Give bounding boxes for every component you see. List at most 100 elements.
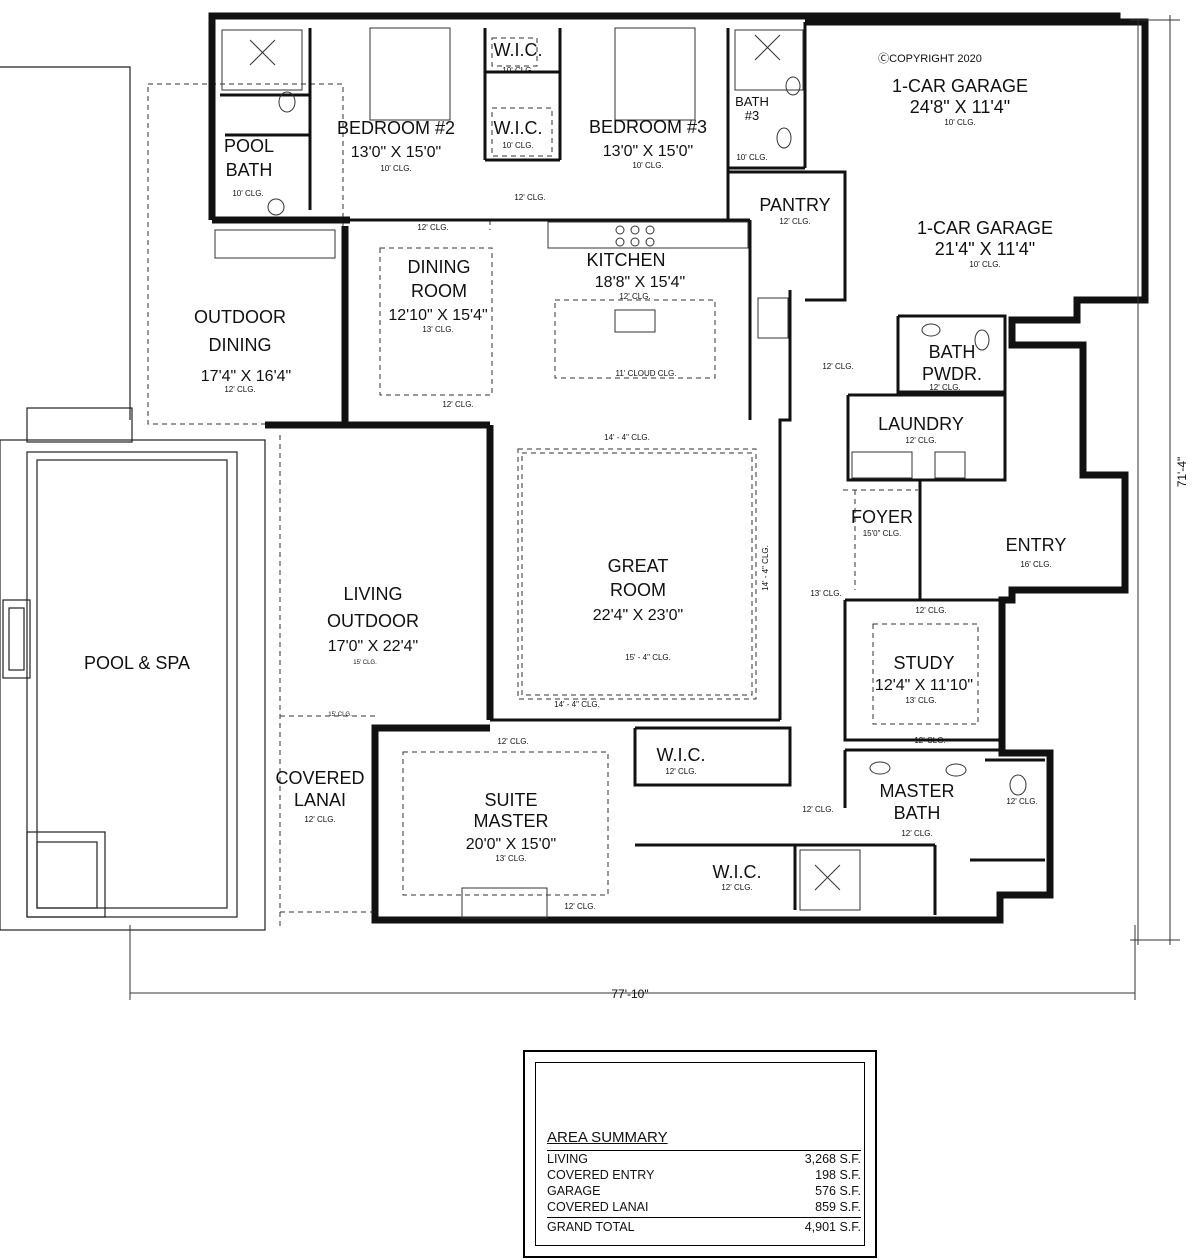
garage1-name: 1-CAR GARAGE <box>892 76 1028 96</box>
dimension-width: 77'-10" <box>611 987 648 1001</box>
bath3-name1: BATH <box>735 94 769 109</box>
suite-master-clg-top: 12' CLG. <box>497 737 528 746</box>
master-bath-clg: 12' CLG. <box>901 829 932 838</box>
outdoor-dashed-lines <box>147 37 979 930</box>
dining-clg2: 12' CLG. <box>417 223 448 232</box>
study-name: STUDY <box>893 653 954 673</box>
garage1-size: 24'8" X 11'4" <box>910 97 1010 117</box>
great-room-size: 22'4" X 23'0" <box>593 607 683 624</box>
suite-master-clg-bottom: 12' CLG. <box>564 902 595 911</box>
garage2-clg: 10' CLG. <box>969 260 1000 269</box>
suite-master-name1: SUITE <box>484 790 537 810</box>
suite-master-name2: MASTER <box>473 811 548 831</box>
outdoor-dining-size: 17'4" X 16'4" <box>201 368 291 385</box>
covered-lanai-name1: COVERED <box>275 768 364 788</box>
dining-size: 12'10" X 15'4" <box>388 307 487 324</box>
dining-name1: DINING <box>408 257 471 277</box>
bedroom2-size: 13'0" X 15'0" <box>351 144 441 161</box>
dimension-lines <box>129 15 1180 1000</box>
pool-bath-name2: BATH <box>226 160 273 180</box>
great-room-clg-bottom: 14' - 4" CLG. <box>554 700 600 709</box>
area-summary-title: AREA SUMMARY <box>547 1129 668 1146</box>
bedroom3-clg: 10' CLG. <box>632 161 663 170</box>
garage1-clg: 10' CLG. <box>944 118 975 127</box>
wic-top1-name: W.I.C. <box>494 40 543 60</box>
great-room-clg-inner: 15' - 4" CLG. <box>625 653 671 662</box>
great-room-clg-top: 14' - 4" CLG. <box>604 433 650 442</box>
bath3-clg: 10' CLG. <box>736 153 767 162</box>
living-outdoor-name1: LIVING <box>343 584 402 604</box>
master-wc-clg: 12' CLG. <box>1006 797 1037 806</box>
bath-pwdr-clg: 12' CLG. <box>929 383 960 392</box>
master-bath-name2: BATH <box>894 803 941 823</box>
outdoor-dining-name2: DINING <box>209 335 272 355</box>
bath-pwdr-name2: PWDR. <box>922 364 982 384</box>
suite-master-size: 20'0" X 15'0" <box>466 836 556 853</box>
wic-master1-name: W.I.C. <box>657 745 706 765</box>
living-outdoor-size: 17'0" X 22'4" <box>328 638 418 655</box>
dimension-depth: 71'-4" <box>1175 457 1189 488</box>
bedroom2-name: BEDROOM #2 <box>337 118 455 138</box>
wic-master2-name: W.I.C. <box>713 862 762 882</box>
study-clg-top: 12' CLG. <box>915 606 946 615</box>
pool-deck <box>0 66 266 931</box>
dining-clg: 13' CLG. <box>422 325 453 334</box>
kitchen-name: KITCHEN <box>586 250 665 270</box>
hall-east-clg: 13' CLG. <box>810 589 841 598</box>
pool-bath-name1: POOL <box>224 136 274 156</box>
great-room-name1: GREAT <box>608 556 669 576</box>
foyer-clg: 15'0" CLG. <box>863 529 902 538</box>
wic-master1-clg: 12' CLG. <box>665 767 696 776</box>
mud-clg: 12' CLG. <box>822 362 853 371</box>
fixtures <box>214 27 1027 919</box>
bedroom2-clg: 10' CLG. <box>380 164 411 173</box>
garage2-size: 21'4" X 11'4" <box>935 239 1035 259</box>
foyer-name: FOYER <box>851 507 913 527</box>
interior-walls <box>220 22 1045 915</box>
bath-pwdr-name1: BATH <box>929 342 976 362</box>
bedroom3-name: BEDROOM #3 <box>589 117 707 137</box>
living-outdoor-clg2: 15' CLG. <box>328 712 352 718</box>
study-size: 12'4" X 11'10" <box>875 677 973 694</box>
area-summary-rule <box>547 1150 861 1151</box>
great-room-name2: ROOM <box>610 580 666 600</box>
bath3-name2: #3 <box>745 108 759 123</box>
dining-name2: ROOM <box>411 281 467 301</box>
living-outdoor-name2: OUTDOOR <box>327 611 419 631</box>
pool-bath-clg: 10' CLG. <box>232 189 263 198</box>
great-room-clg-side: 14' - 4" CLG. <box>761 545 770 591</box>
dining-clg3: 12' CLG. <box>442 400 473 409</box>
entry-clg: 16' CLG. <box>1020 560 1051 569</box>
entry-name: ENTRY <box>1006 535 1067 555</box>
wic-master2-clg: 12' CLG. <box>721 883 752 892</box>
hall-clg: 12' CLG. <box>514 193 545 202</box>
kitchen-clg: 12' CLG. <box>619 292 650 301</box>
pool-spa-name: POOL & SPA <box>84 653 190 673</box>
suite-master-clg: 13' CLG. <box>495 854 526 863</box>
area-summary-total-rule <box>547 1217 861 1218</box>
study-clg: 13' CLG. <box>905 696 936 705</box>
bedroom3-size: 13'0" X 15'0" <box>603 143 693 160</box>
living-outdoor-clg: 15' CLG. <box>353 660 377 666</box>
exterior-walls <box>208 12 1149 924</box>
garage2-name: 1-CAR GARAGE <box>917 218 1053 238</box>
wic-top2-clg: 10' CLG. <box>502 141 533 150</box>
covered-lanai-clg: 12' CLG. <box>304 815 335 824</box>
laundry-name: LAUNDRY <box>878 414 964 434</box>
outdoor-dining-name1: OUTDOOR <box>194 307 286 327</box>
covered-lanai-name2: LANAI <box>294 790 346 810</box>
pantry-clg: 12' CLG. <box>779 217 810 226</box>
master-hall-clg: 12' CLG. <box>802 805 833 814</box>
pantry-name: PANTRY <box>759 195 830 215</box>
floor-plan: ⒸCOPYRIGHT 2020 1-CAR GARAGE 24'8" X 11'… <box>0 12 1189 1001</box>
kitchen-island-clg: 11' CLOUD CLG. <box>616 369 677 378</box>
wic-top1-clg: 10' CLG. <box>502 66 533 75</box>
study-clg-bottom: 12' CLG. <box>914 736 945 745</box>
